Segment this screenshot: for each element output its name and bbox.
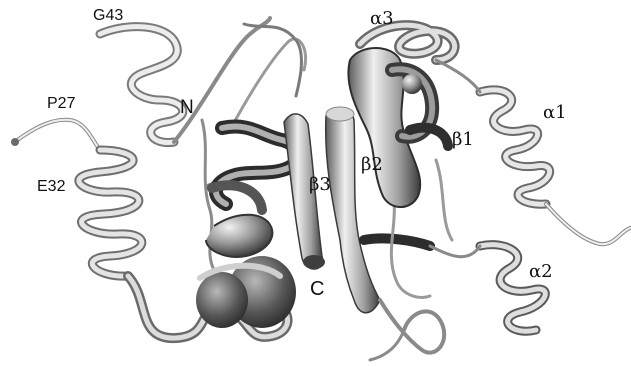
label-c-terminus: C: [310, 279, 324, 299]
label-alpha2: α2: [529, 263, 553, 281]
label-beta1: β1: [452, 131, 474, 149]
left-beta-strand: [206, 127, 297, 257]
beta1-sheet: [348, 48, 448, 207]
label-alpha3: α3: [370, 10, 394, 28]
label-e32: E32: [37, 179, 65, 195]
label-g43: G43: [93, 8, 123, 24]
p27-terminus-blob: [11, 138, 19, 146]
label-p27: P27: [47, 96, 75, 112]
label-beta2: β2: [361, 156, 383, 174]
helix-blob-left: [196, 272, 248, 328]
label-alpha1: α1: [543, 104, 567, 122]
label-beta3: β3: [309, 176, 331, 194]
label-n-terminus: N: [180, 98, 194, 117]
